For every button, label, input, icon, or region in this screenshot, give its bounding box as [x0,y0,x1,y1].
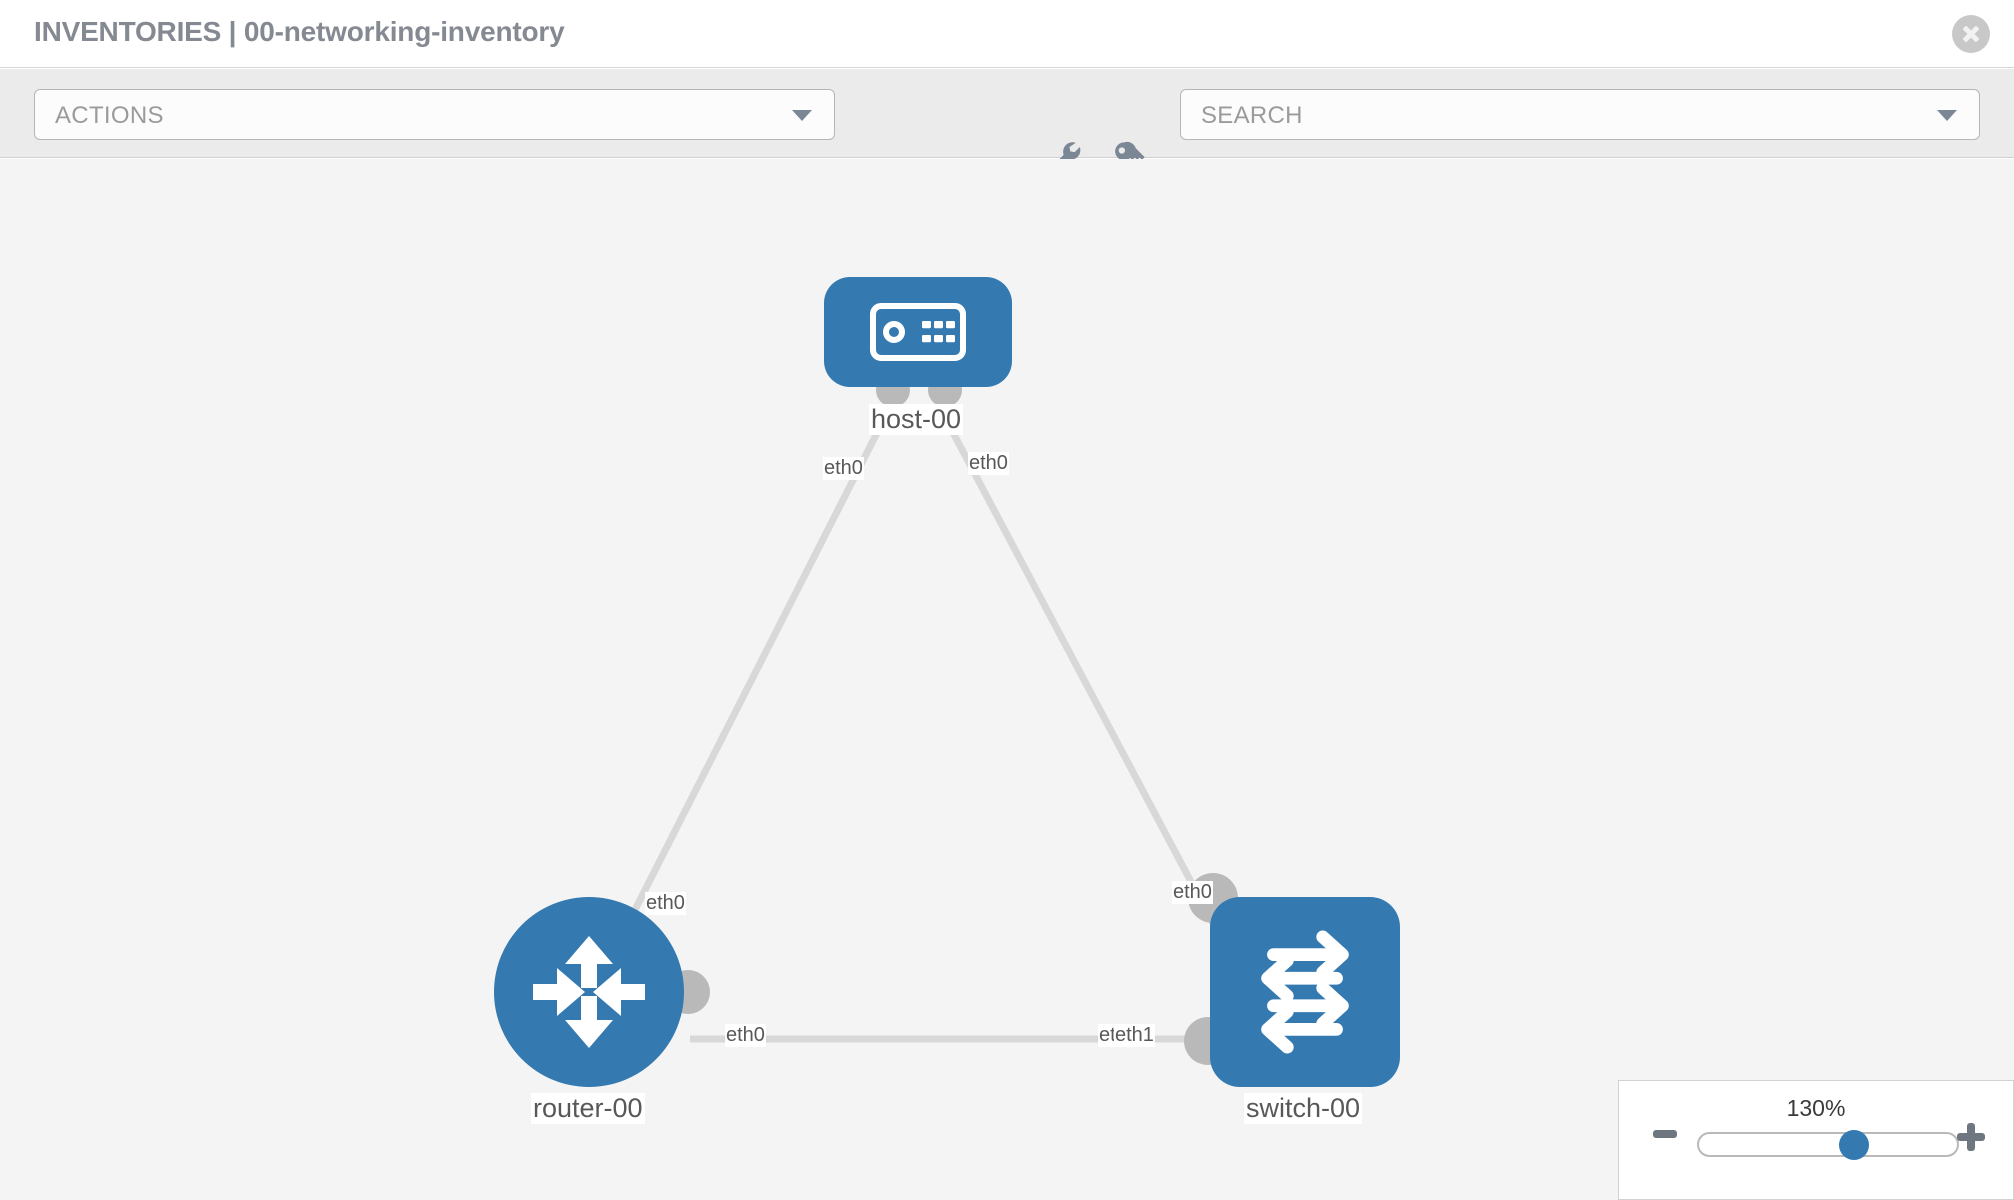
actions-dropdown-label: ACTIONS [55,102,164,129]
search-input[interactable]: SEARCH [1180,89,1980,140]
page-title: INVENTORIES | 00-networking-inventory [34,16,565,47]
switch-node-shape[interactable] [1210,897,1400,1087]
node-label-switch-00: switch-00 [1244,1093,1363,1124]
link-host-switch [946,425,1236,961]
iface-label-switch-left: eth1 [1114,1024,1155,1047]
iface-label-router-right: eth0 [725,1024,766,1047]
link-host-router [606,425,884,961]
actions-dropdown[interactable]: ACTIONS [34,89,835,140]
iface-label-router-up: eth0 [645,892,686,915]
host-node-shape[interactable] [824,277,1012,387]
page-header: INVENTORIES | 00-networking-inventory [0,0,2014,68]
topology-canvas[interactable]: host-00 eth0 eth0 router-00 eth0 et [0,159,2014,1200]
iface-label-host-left: eth0 [823,457,864,480]
zoom-slider-track[interactable] [1697,1129,1959,1160]
close-icon[interactable] [1952,15,1990,53]
plus-icon[interactable] [1957,1123,1985,1151]
key-icon[interactable] [1110,137,1150,177]
zoom-slider-thumb[interactable] [1838,1129,1869,1160]
iface-label-host-right: eth0 [968,452,1009,475]
chevron-down-icon[interactable] [1937,109,1957,121]
toolbar: ACTIONS SEARCH [0,69,2014,175]
search-placeholder: SEARCH [1201,102,1303,129]
node-label-router-00: router-00 [531,1093,645,1124]
chevron-down-icon [792,109,812,121]
router-arrows-icon [533,936,645,1048]
node-label-host-00: host-00 [869,404,964,435]
router-node-shape[interactable] [494,897,684,1087]
zoom-percent-label: 130% [1786,1095,1846,1121]
zoom-control[interactable]: 130% [1618,1080,2014,1200]
switch-arrows-icon [1261,930,1349,1054]
iface-label-switch-up: eth0 [1172,881,1213,904]
minus-icon[interactable] [1653,1130,1677,1138]
server-icon [870,303,966,361]
